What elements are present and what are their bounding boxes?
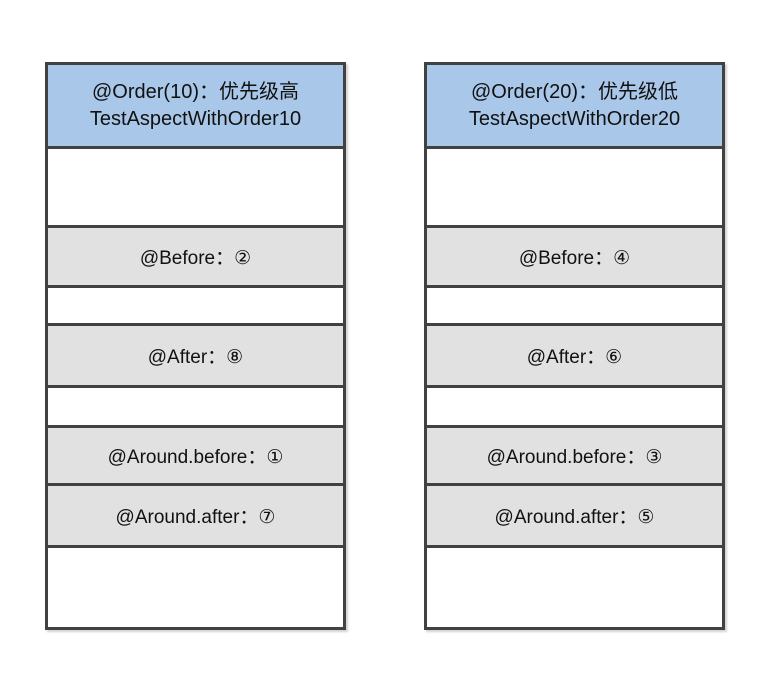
advice-cell-before: @Before：④ bbox=[424, 225, 725, 288]
advice-cell-around-before: @Around.before：① bbox=[45, 425, 346, 486]
empty-cell bbox=[45, 385, 346, 428]
empty-cell bbox=[45, 545, 346, 630]
aspect-header-class-line: TestAspectWithOrder20 bbox=[468, 107, 681, 130]
empty-cell bbox=[424, 146, 725, 228]
aspect-columns: @Order(10)：优先级高 TestAspectWithOrder10 @B… bbox=[45, 62, 725, 630]
empty-cell bbox=[45, 146, 346, 228]
aspect-header-order-line: @Order(10)：优先级高 bbox=[92, 81, 299, 104]
empty-cell bbox=[45, 285, 346, 326]
empty-cell bbox=[424, 385, 725, 428]
aspect-column-order20: @Order(20)：优先级低 TestAspectWithOrder20 @B… bbox=[424, 62, 725, 630]
aspect-header-order20: @Order(20)：优先级低 TestAspectWithOrder20 bbox=[424, 62, 725, 149]
advice-cell-around-before: @Around.before：③ bbox=[424, 425, 725, 486]
aspect-header-class-line: TestAspectWithOrder10 bbox=[89, 107, 302, 130]
advice-cell-after: @After：⑥ bbox=[424, 323, 725, 388]
aspect-header-order-line: @Order(20)：优先级低 bbox=[471, 81, 678, 104]
empty-cell bbox=[424, 545, 725, 630]
advice-cell-after: @After：⑧ bbox=[45, 323, 346, 388]
advice-cell-around-after: @Around.after：⑤ bbox=[424, 483, 725, 548]
aspect-header-order10: @Order(10)：优先级高 TestAspectWithOrder10 bbox=[45, 62, 346, 149]
aspect-column-order10: @Order(10)：优先级高 TestAspectWithOrder10 @B… bbox=[45, 62, 346, 630]
advice-cell-before: @Before：② bbox=[45, 225, 346, 288]
advice-cell-around-after: @Around.after：⑦ bbox=[45, 483, 346, 548]
empty-cell bbox=[424, 285, 725, 326]
